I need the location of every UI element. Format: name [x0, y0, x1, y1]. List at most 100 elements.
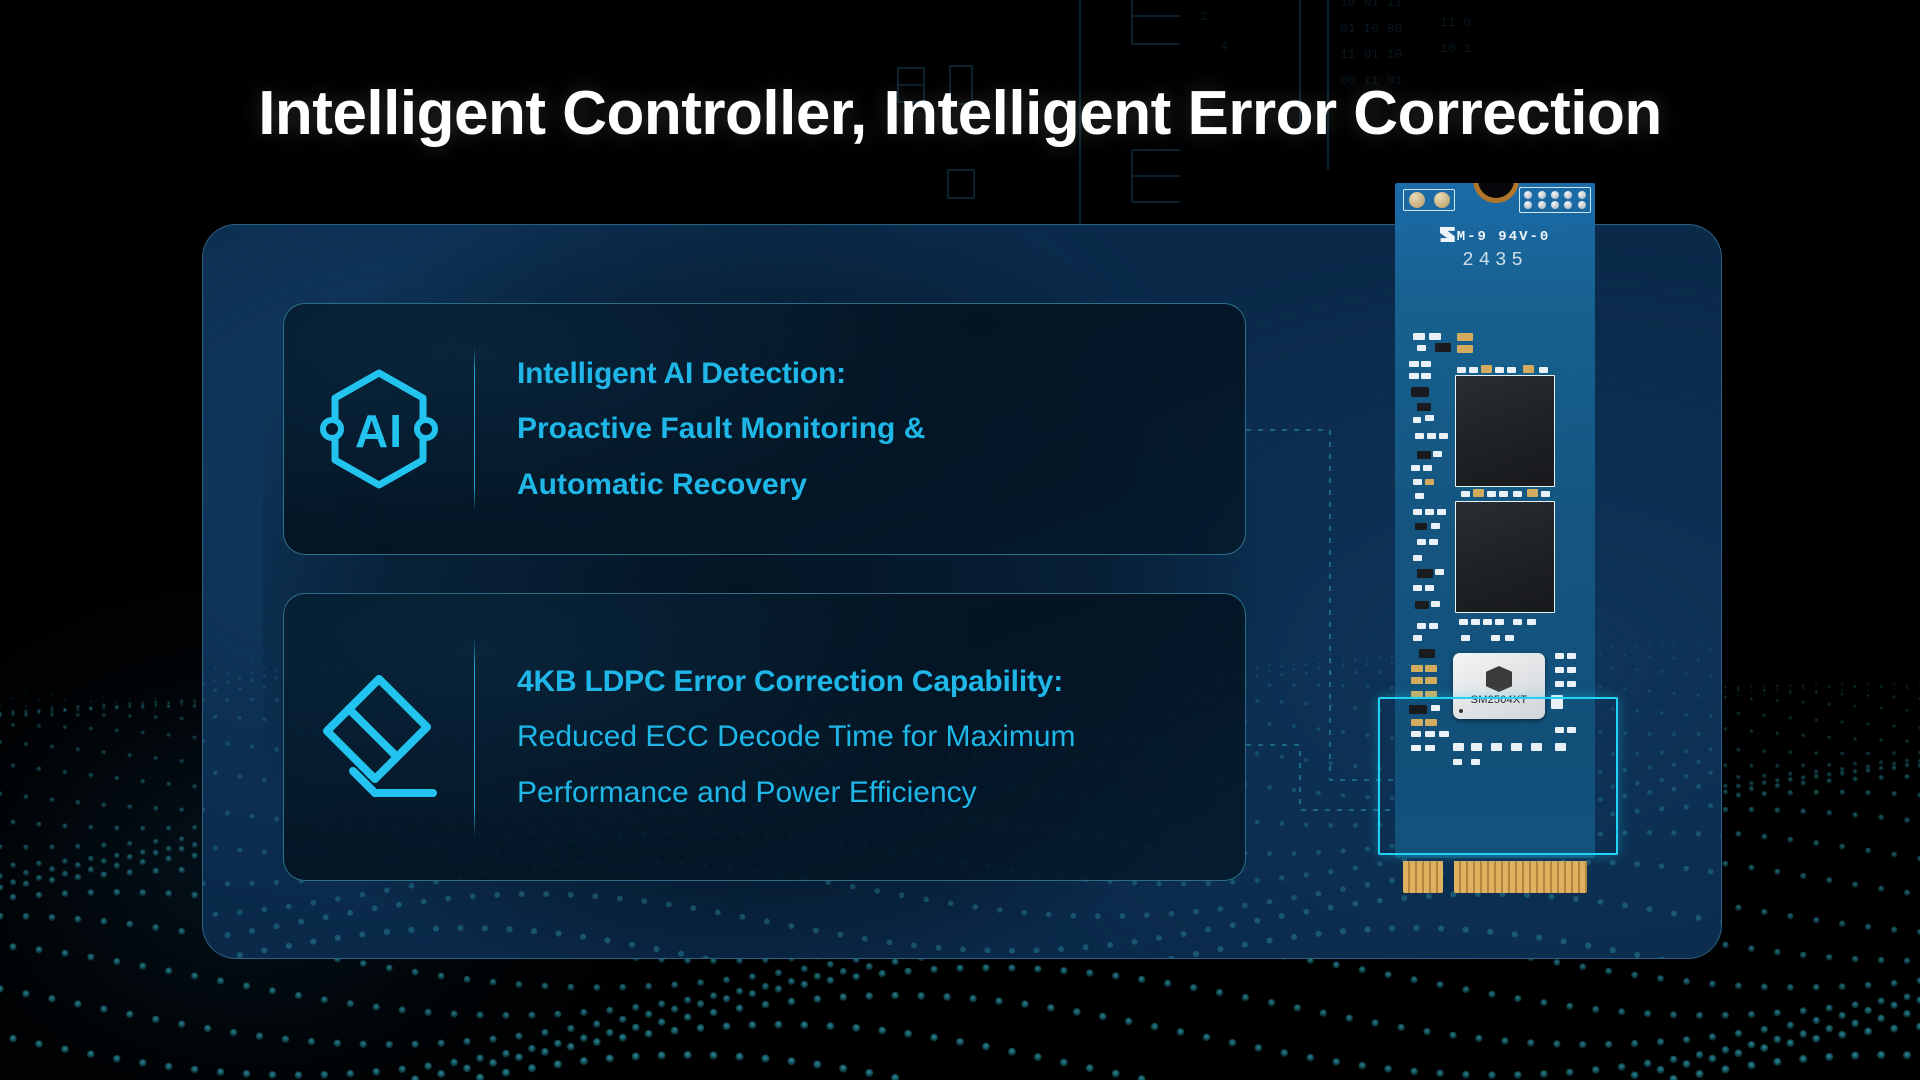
pcb-test-pads-right: [1519, 187, 1591, 213]
pcb-smd-part: [1425, 731, 1435, 737]
pcb-smd-part: [1527, 619, 1536, 625]
feature-card-text: 4KB LDPC Error Correction Capability: Re…: [475, 665, 1245, 810]
pcb-smd-part: [1429, 623, 1438, 629]
chip-pin1-dot: [1459, 709, 1463, 713]
pcb-smd-part: [1457, 333, 1473, 341]
card-title: 4KB LDPC Error Correction Capability:: [517, 664, 1064, 698]
pcb-smd-part: [1495, 367, 1504, 373]
m2-ssd-module[interactable]: M-9 94V-0 2435 SM2504XT: [1395, 183, 1595, 898]
connector-segment-small: [1403, 861, 1443, 893]
pcb-smd-part: [1531, 743, 1542, 751]
pcb-smd-part: [1421, 373, 1431, 379]
pcb-smd-part: [1411, 665, 1423, 672]
pcb-smd-part: [1507, 367, 1516, 373]
pcb-smd-part: [1491, 743, 1502, 751]
card-title: Intelligent AI Detection:: [517, 356, 846, 390]
pcb-smd-part: [1567, 681, 1576, 687]
svg-text:2: 2: [1200, 9, 1208, 24]
pcb-smd-part: [1425, 719, 1437, 726]
pcb-smd-part: [1413, 635, 1422, 641]
pcb-smd-part: [1425, 479, 1434, 485]
pcb-smd-part: [1541, 491, 1550, 497]
pcb-smd-part: [1495, 619, 1504, 625]
pcb-smd-part: [1505, 635, 1514, 641]
pcb-smd-part: [1409, 361, 1419, 367]
pcb-smd-part: [1411, 719, 1423, 726]
pcb-smd-part: [1513, 491, 1522, 497]
pcb-smd-part: [1473, 489, 1484, 497]
pcb-smd-part: [1425, 665, 1437, 672]
pcb-smd-part: [1555, 681, 1564, 687]
ssd-pcb: M-9 94V-0 2435 SM2504XT: [1395, 183, 1595, 858]
card-body-line-2: Performance and Power Efficiency: [517, 775, 977, 809]
svg-text:11 01 10: 11 01 10: [1340, 47, 1402, 62]
pcb-smd-part: [1567, 727, 1576, 733]
svg-text:10 01 11: 10 01 11: [1340, 0, 1403, 10]
pcb-test-pads-left: [1403, 189, 1455, 211]
pcb-smd-part: [1411, 387, 1429, 397]
pcb-smd-part: [1417, 451, 1431, 459]
pcb-smd-part: [1555, 653, 1564, 659]
card-divider: [474, 348, 475, 510]
pcb-smd-part: [1425, 745, 1435, 751]
pcb-smd-part: [1435, 343, 1451, 352]
pcb-smd-part: [1413, 585, 1422, 591]
pcb-smd-part: [1511, 743, 1522, 751]
pcb-smd-part: [1419, 649, 1435, 658]
pcb-smd-part: [1453, 759, 1462, 765]
pcb-smd-part: [1421, 361, 1431, 367]
pcb-smd-part: [1431, 523, 1440, 529]
pcb-smd-part: [1437, 509, 1446, 515]
pcb-smd-part: [1413, 509, 1422, 515]
controller-part-number: SM2504XT: [1470, 694, 1528, 706]
nand-flash-chip: [1455, 501, 1555, 613]
pcb-smd-part: [1431, 601, 1440, 607]
feature-card-ldpc-ecc[interactable]: 4KB LDPC Error Correction Capability: Re…: [283, 593, 1246, 881]
pcb-smd-part: [1409, 705, 1427, 714]
pcb-smd-part: [1457, 367, 1466, 373]
page-title: Intelligent Controller, Intelligent Erro…: [258, 79, 1662, 148]
pcb-smd-part: [1527, 489, 1538, 497]
pcb-smd-part: [1413, 417, 1421, 423]
pcb-smd-part: [1567, 667, 1576, 673]
eraser-icon: [284, 667, 474, 807]
svg-text:4: 4: [1220, 39, 1228, 54]
pcb-smd-part: [1427, 433, 1436, 439]
pcb-smd-part: [1499, 491, 1508, 497]
silicon-motion-cube-logo: [1486, 666, 1512, 692]
pcb-smd-part: [1415, 601, 1429, 609]
pcb-smd-part: [1471, 619, 1480, 625]
pcb-smd-part: [1471, 743, 1482, 751]
svg-text:01 10 00: 01 10 00: [1340, 21, 1402, 36]
pcb-smd-part: [1417, 569, 1433, 578]
pcb-smd-part: [1483, 619, 1492, 625]
pcb-smd-part: [1411, 731, 1421, 737]
svg-text:11 0: 11 0: [1440, 15, 1471, 30]
card-body-line-1: Reduced ECC Decode Time for Maximum: [517, 720, 1076, 754]
pcb-smd-part: [1453, 743, 1464, 751]
pcb-smd-part: [1555, 743, 1566, 751]
feature-card-ai-detection[interactable]: AI Intelligent AI Detection: Proactive F…: [283, 303, 1246, 555]
pcb-smd-part: [1429, 539, 1438, 545]
svg-text:AI: AI: [355, 405, 403, 457]
pcb-smd-part: [1459, 619, 1468, 625]
m2-edge-connector: [1403, 861, 1587, 893]
pcb-smd-part: [1425, 585, 1434, 591]
card-body-line-2: Automatic Recovery: [517, 467, 808, 501]
pcb-smd-part: [1491, 635, 1500, 641]
pcb-smd-part: [1413, 555, 1422, 561]
pcb-smd-part: [1487, 491, 1496, 497]
pcb-smd-part: [1411, 465, 1420, 471]
pcb-smd-part: [1413, 333, 1425, 340]
pcb-smd-part: [1469, 367, 1478, 373]
connector-segment-main: [1454, 861, 1587, 893]
pcb-smd-part: [1425, 691, 1437, 698]
ssd-controller-chip[interactable]: SM2504XT: [1453, 653, 1545, 719]
silicon-motion-s-logo: [1439, 227, 1455, 242]
feature-card-text: Intelligent AI Detection: Proactive Faul…: [475, 357, 1245, 502]
pcb-smd-part: [1439, 433, 1448, 439]
pcb-smd-part: [1457, 345, 1473, 353]
pcb-smd-part: [1411, 745, 1421, 751]
ai-hexagon-icon: AI: [284, 365, 474, 493]
